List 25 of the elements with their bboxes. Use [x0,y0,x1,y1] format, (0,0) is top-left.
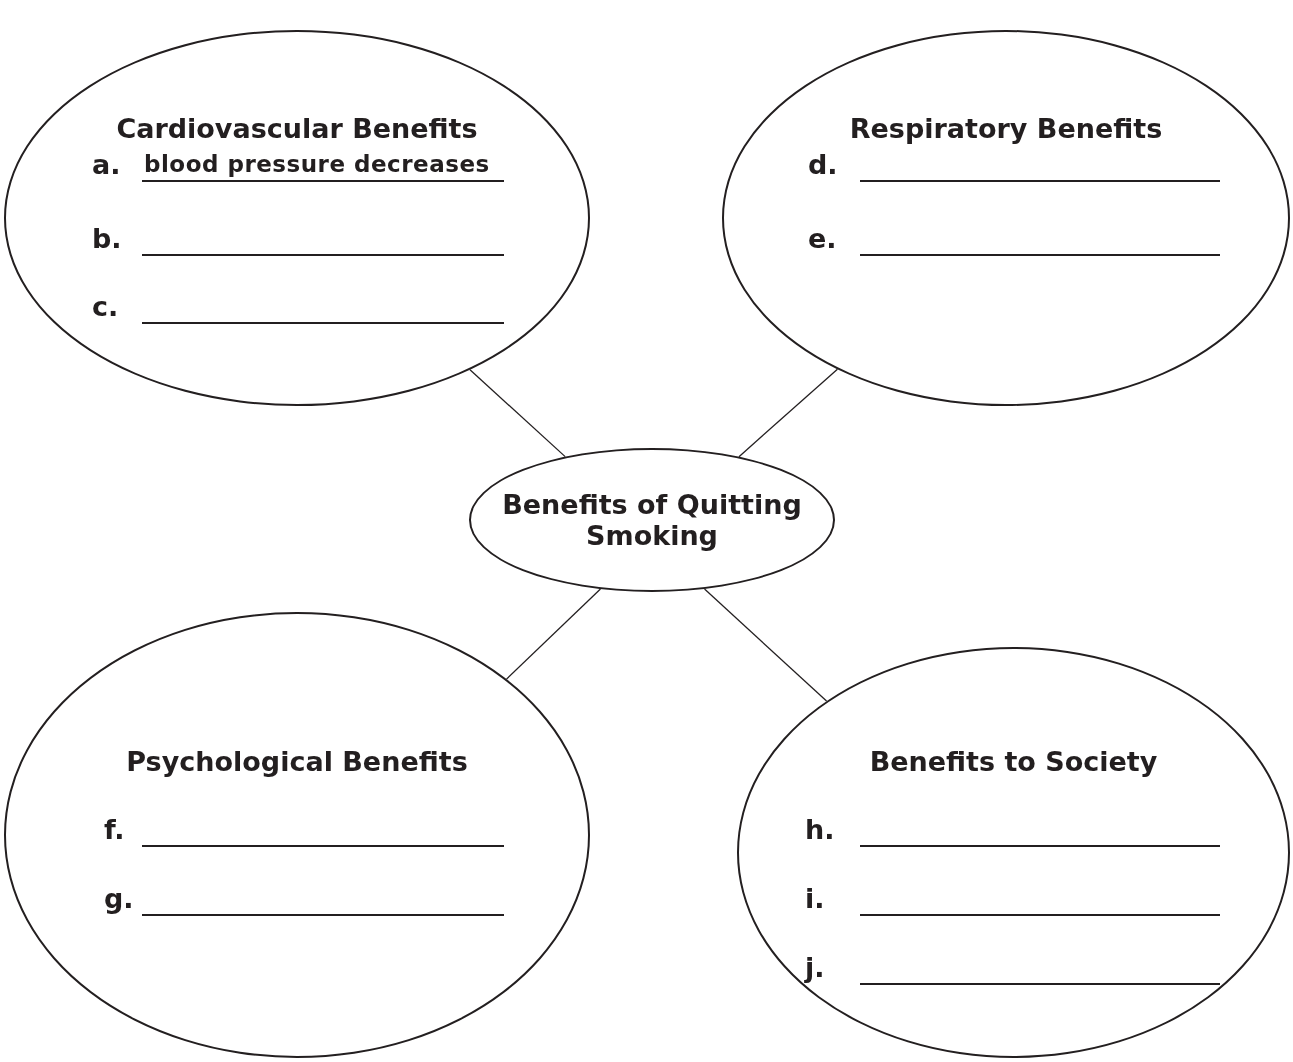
connector-line [469,369,566,458]
fill-in-line: blood pressure decreases [142,148,504,182]
item-letter: b. [92,222,122,256]
connector-line [505,588,602,680]
category-heading: Cardiovascular Benefits [115,112,479,146]
connector-line [738,368,839,458]
category-heading: Benefits to Society [868,745,1159,779]
connector-line [703,588,828,702]
item-letter: h. [805,813,835,847]
item-letter: c. [92,290,119,324]
topic-ellipse [469,448,835,592]
item-letter: i. [805,882,825,916]
item-letter: d. [808,148,838,182]
item-letter: j. [805,951,825,985]
category-ellipse [737,647,1290,1058]
topic-title: Benefits of Quitting Smoking [502,489,802,551]
item-letter: g. [104,882,134,916]
item-letter: e. [808,222,837,256]
category-heading: Psychological Benefits [125,745,469,779]
category-ellipse [4,612,590,1058]
category-heading: Respiratory Benefits [848,112,1164,146]
item-letter: f. [104,813,125,847]
category-ellipse [4,30,590,406]
category-ellipse [722,30,1290,406]
item-letter: a. [92,148,121,182]
